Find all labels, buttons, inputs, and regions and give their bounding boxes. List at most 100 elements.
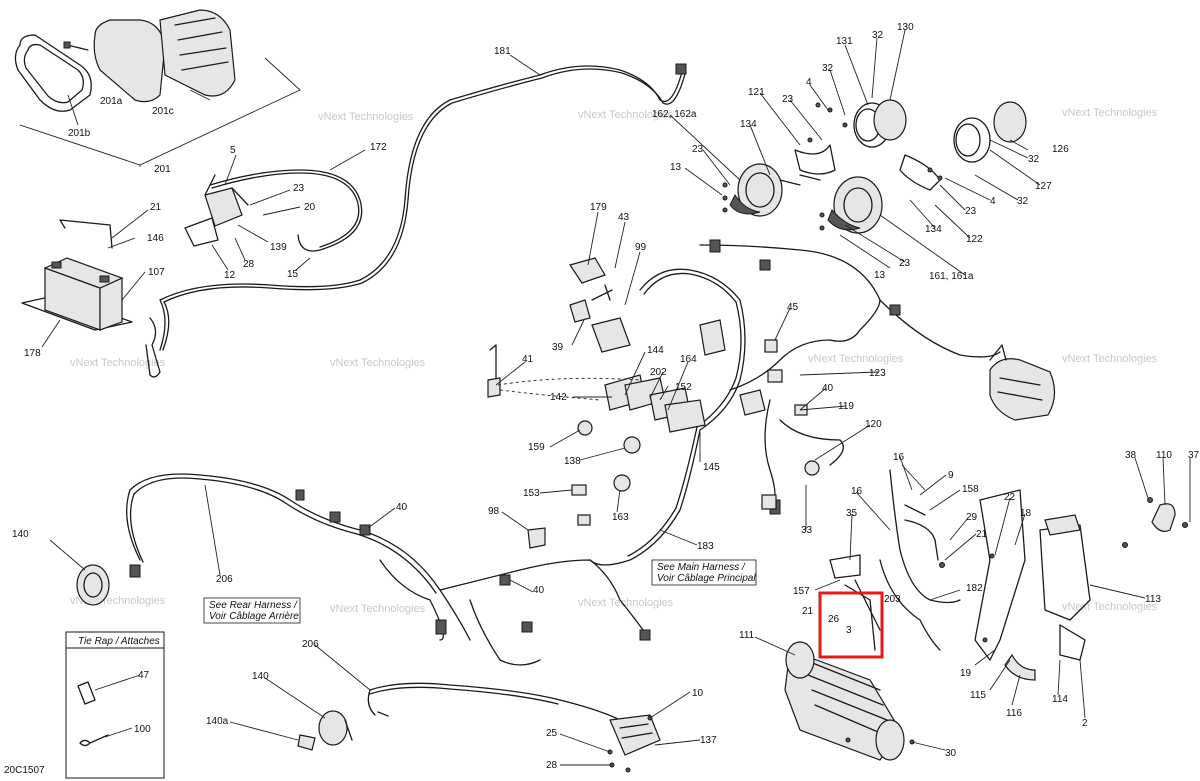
callout-label: 21 [802,606,814,617]
watermark: vNext Technologies [578,109,674,121]
callout-label: 40 [822,383,834,394]
callout-label: 98 [488,506,500,517]
callout-label: 127 [1035,181,1052,192]
callout-label: 40 [533,585,545,596]
callout-label: 158 [962,484,979,495]
watermark: vNext Technologies [1062,601,1158,613]
callout-label: 32 [1028,154,1040,165]
callout-label: 114 [1052,694,1068,705]
callout-label: 23 [293,183,305,194]
main-harness-note-line2: Voir Câblage Principal [657,573,756,584]
callout-label: 107 [148,267,165,278]
callout-label: 163 [612,512,629,523]
callout-label: 121 [748,87,765,98]
callout-label: 126 [1052,144,1069,155]
callout-label: 153 [523,488,540,499]
winch-assembly [784,489,1188,761]
callout-label: 28 [546,760,558,771]
callout-label: 43 [618,212,630,223]
callout-label: 21 [150,202,162,213]
callout-label: 201c [152,106,174,117]
highlight-box [818,591,884,659]
watermark: vNext Technologies [330,603,426,615]
callout-label: 182 [966,583,983,594]
callout-label: 140 [252,671,269,682]
headlight-assemblies [722,99,1027,234]
callout-label: 35 [846,508,858,519]
rear-harness-note-box [203,597,301,624]
callout-label: 146 [147,233,164,244]
callout-label: 9 [948,470,954,481]
wiring-harnesses [126,63,1001,721]
callout-label: 4 [806,77,812,88]
callout-label: 40 [396,502,408,513]
callout-label: 179 [590,202,607,213]
callout-label: 18 [1020,508,1032,519]
watermark: vNext Technologies [1062,353,1158,365]
callout-label: 29 [966,512,978,523]
callout-label: 134 [925,224,942,235]
callout-label: 116 [1006,708,1022,719]
callout-label: 202 [650,367,667,378]
callout-label: 206 [216,574,233,585]
battery-assembly [21,174,249,378]
callout-label: 32 [1017,196,1029,207]
callout-label: 157 [793,586,810,597]
callout-label: 181 [494,46,511,57]
rear-harness-note-line2: Voir Câblage Arrière [209,611,299,622]
watermark: vNext Technologies [808,353,904,365]
callout-label: 4 [990,196,996,207]
callout-label: 139 [270,242,287,253]
callout-label: 122 [966,234,983,245]
callout-label: 203 [884,594,901,605]
callout-label: 10 [692,688,704,699]
callout-label: 164 [680,354,697,365]
callout-label: 28 [243,259,255,270]
callout-label: 134 [740,119,757,130]
callout-label: 39 [552,342,564,353]
tail-light-assembly [989,344,1056,421]
callout-label: 32 [822,63,834,74]
callout-label: 30 [945,748,957,759]
callout-label: 19 [960,668,972,679]
callout-label: 201 [154,164,171,175]
callout-label: 25 [546,728,558,739]
callout-label: 113 [1145,594,1161,605]
callout-label: 22 [1004,492,1016,503]
callout-label: 144 [647,345,664,356]
callout-label: 172 [370,142,387,153]
tie-rap-box [65,631,165,779]
watermark: vNext Technologies [330,357,426,369]
callout-label: 45 [787,302,799,313]
module-cluster [487,257,820,549]
watermark-group: vNext Technologies vNext Technologies vN… [70,107,1158,615]
callout-label: 100 [134,724,151,735]
callout-labels: 201a 201b 201c 201 181 172 5 23 20 139 2… [12,22,1200,771]
callout-label: 3 [846,625,852,636]
callout-label: 161, 161a [929,271,974,282]
callout-label: 13 [874,270,886,281]
callout-label: 16 [893,452,905,463]
callout-label: 162, 162a [652,109,697,120]
watermark: vNext Technologies [578,597,674,609]
leader-lines [41,29,1191,766]
tie-rap-title: Tie Rap / Attaches [78,636,160,647]
watermark: vNext Technologies [318,111,414,123]
callout-label: 138 [564,456,581,467]
callout-label: 26 [828,614,840,625]
callout-label: 15 [287,269,299,280]
callout-label: 23 [899,258,911,269]
callout-label: 206 [302,639,319,650]
watermark: vNext Technologies [70,357,166,369]
callout-label: 47 [138,670,150,681]
callout-label: 201b [68,128,91,139]
gauge-cluster-assembly [14,9,301,167]
callout-label: 142 [550,392,567,403]
callout-label: 16 [851,486,863,497]
callout-label: 145 [703,462,720,473]
callout-label: 2 [1082,718,1088,729]
rear-harness-note-line1: See Rear Harness / [209,600,298,611]
callout-label: 131 [836,36,853,47]
callout-label: 123 [869,368,886,379]
